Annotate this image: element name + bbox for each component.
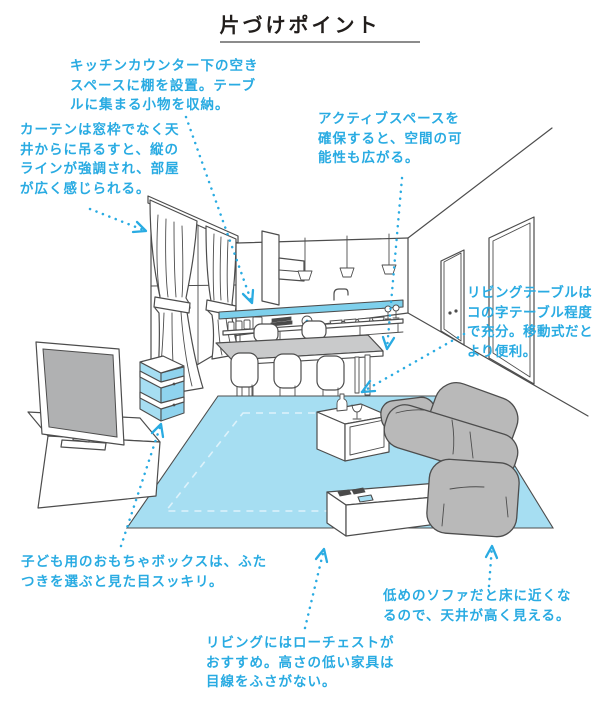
note-active-space: アクティブスペースを 確保すると、空間の可 能性も広がる。: [318, 111, 463, 166]
arrow-low-chest: [303, 547, 329, 630]
toy-boxes: [139, 355, 185, 422]
door-right: [488, 216, 535, 385]
note-kitchen-counter: キッチンカウンター下の空き スペースに棚を設置。テーブ ルに集まる小物を収納。: [70, 58, 259, 113]
arrow-kitchen-counter: [184, 115, 255, 305]
note-toy-box: 子ども用のおもちゃボックスは、ふた つきを選ぶと見た目スッキリ。: [21, 554, 268, 590]
note-low-sofa: 低めのソファだと床に近くな るので、天井が高く見える。: [383, 588, 572, 624]
note-living-table: リビングテーブルは コの字テーブル程度 で充分。移動式だと より便利。: [467, 285, 593, 360]
arrow-living-table: [360, 332, 466, 394]
tv: [35, 341, 125, 451]
note-low-chest: リビングにはローチェストが おすすめ。高さの低い家具は 目線をふさがない。: [206, 635, 395, 690]
kitchen-partition: [261, 230, 305, 306]
note-curtain: カーテンは窓枠でなく天 井からに吊るすと、縦の ラインが強調され、部屋 が広く感…: [20, 122, 180, 197]
arrow-low-sofa: [484, 544, 499, 588]
door-left: [440, 249, 465, 346]
sofa: [380, 382, 520, 538]
page-title: 片づけポイント: [219, 13, 381, 37]
arrow-curtain: [88, 207, 148, 234]
side-table: [316, 393, 390, 462]
pendant-lights: [297, 233, 397, 281]
arrow-toy-box: [119, 422, 165, 548]
arrow-active-space: [381, 176, 404, 351]
title-underline: [220, 41, 420, 43]
